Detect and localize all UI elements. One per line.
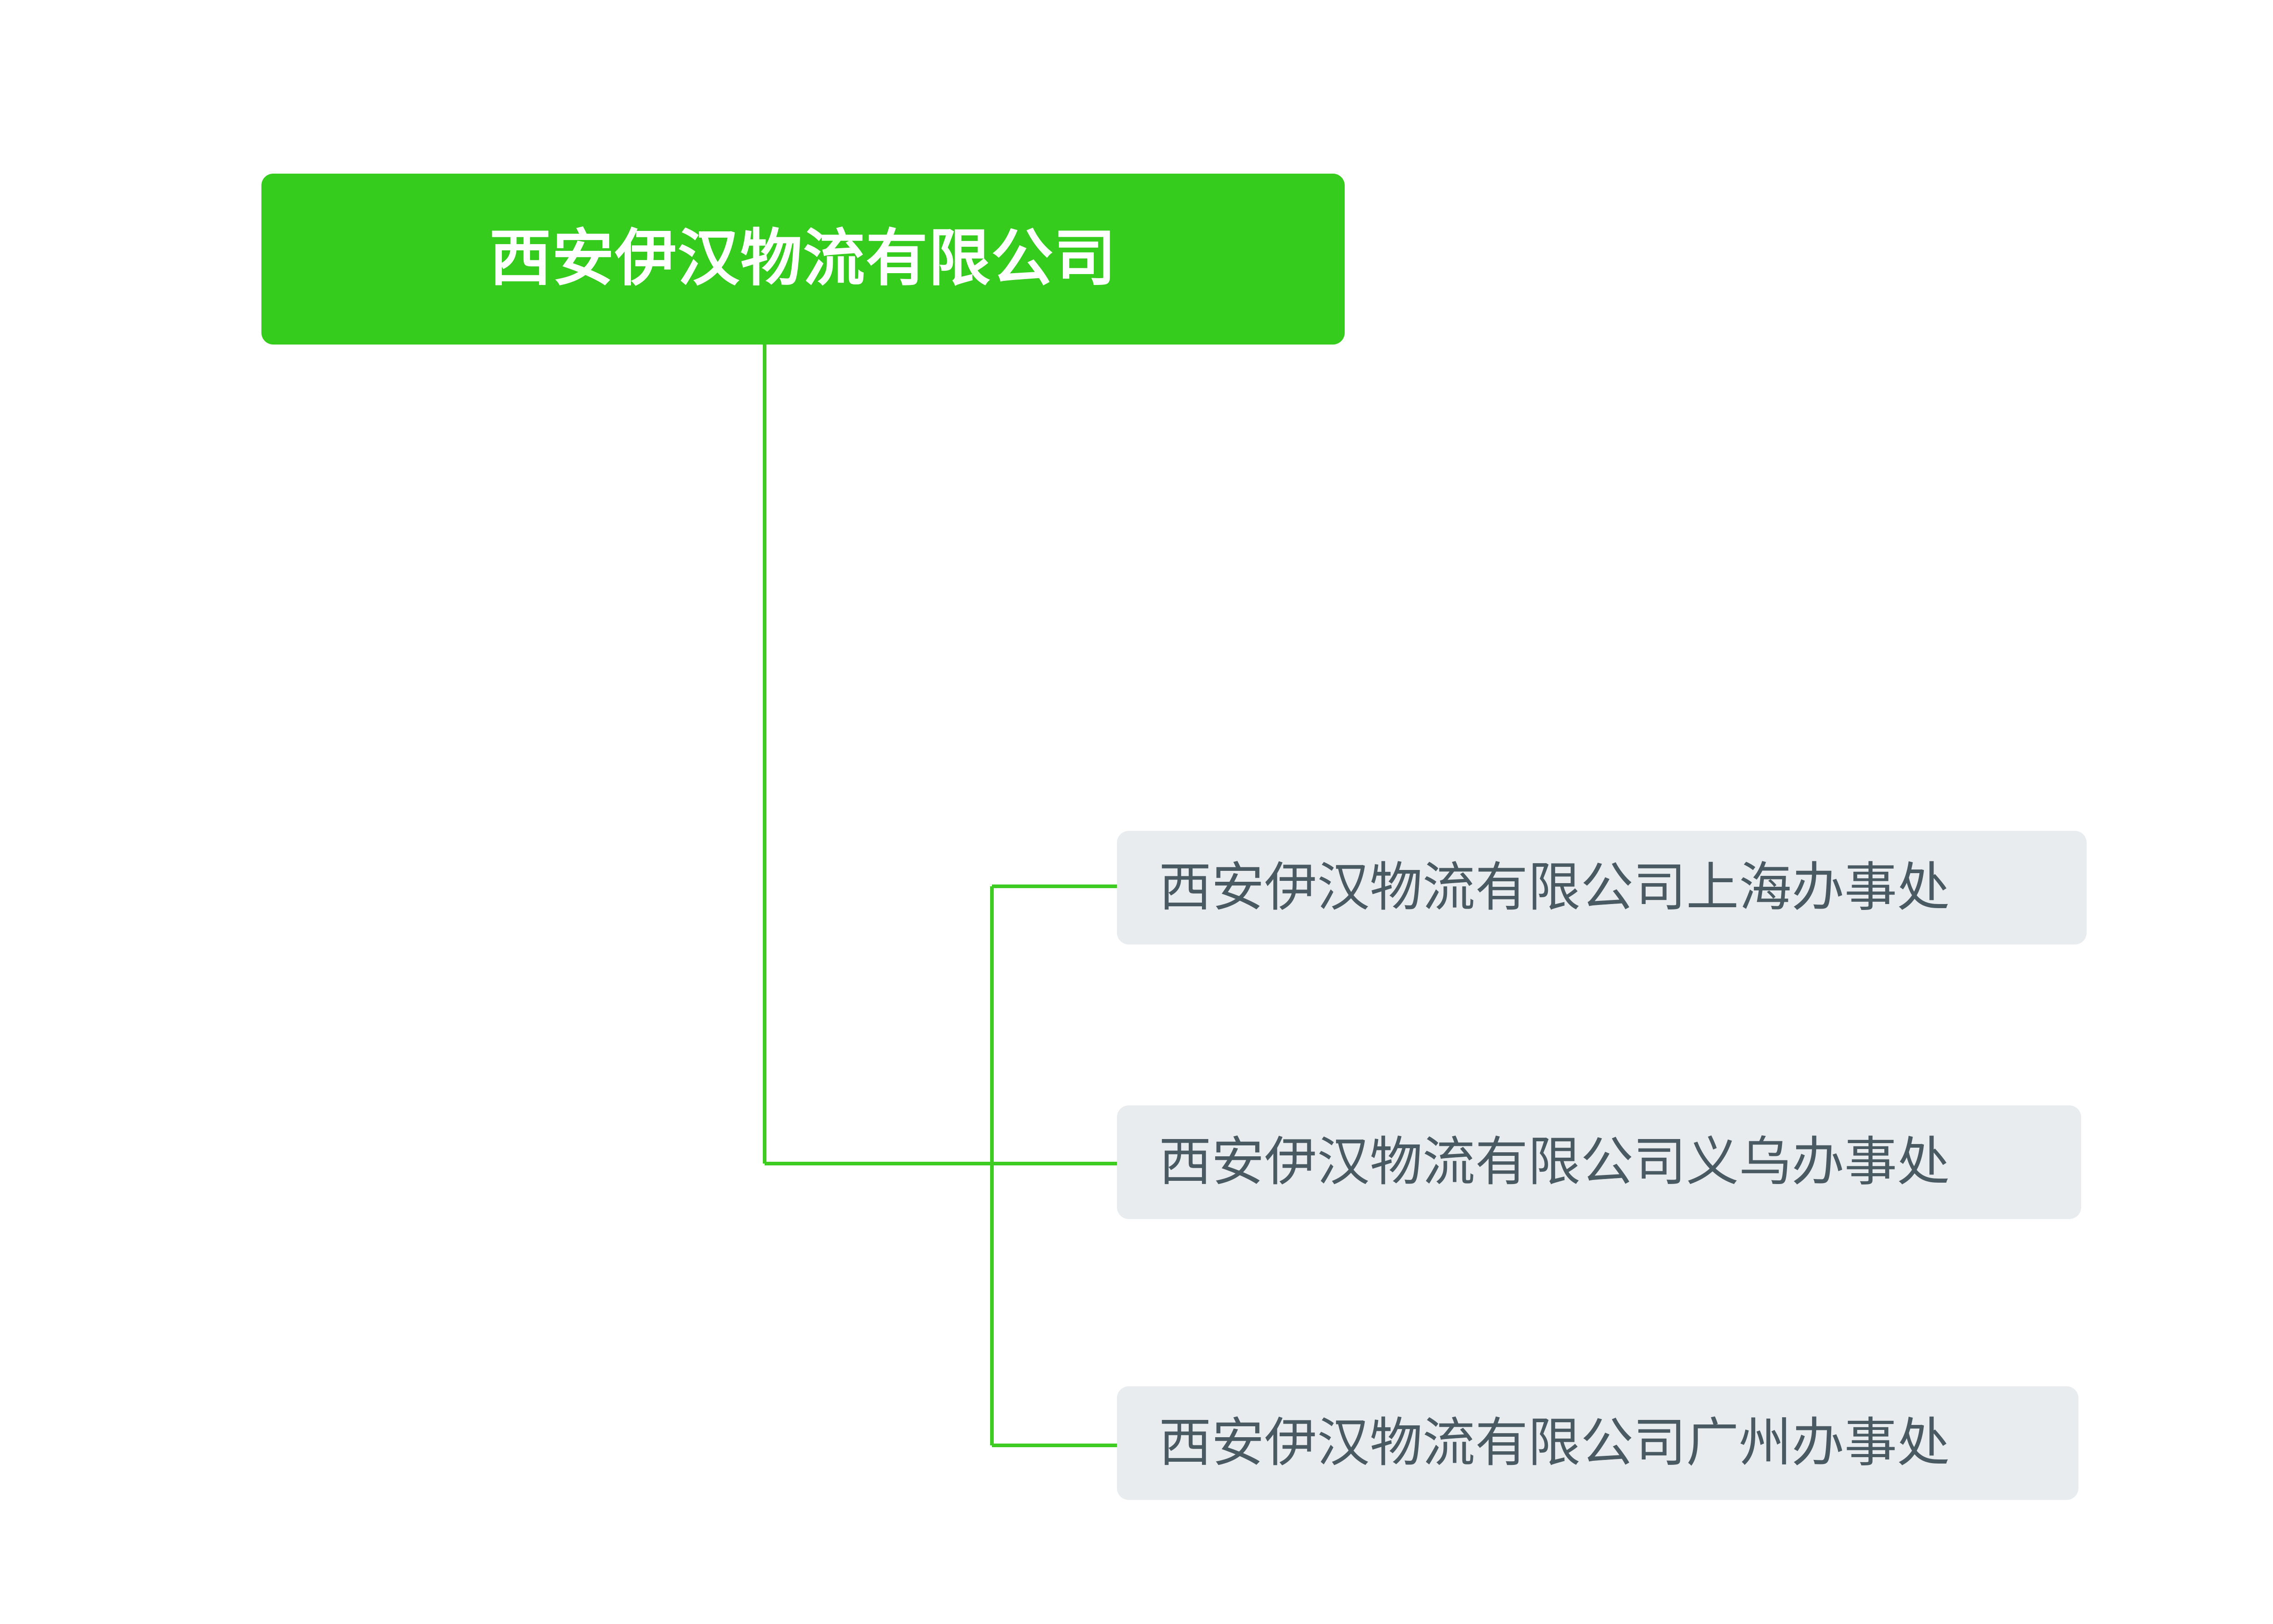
org-node-child-label: 西安伊汉物流有限公司广州办事处 xyxy=(1159,1412,1950,1474)
org-node-child-yiwu[interactable]: 西安伊汉物流有限公司义乌办事处 xyxy=(1117,1105,2081,1219)
org-node-child-shanghai[interactable]: 西安伊汉物流有限公司上海办事处 xyxy=(1117,831,2087,944)
org-node-child-label: 西安伊汉物流有限公司上海办事处 xyxy=(1159,857,1950,919)
org-node-child-guangzhou[interactable]: 西安伊汉物流有限公司广州办事处 xyxy=(1117,1386,2078,1500)
org-node-child-label: 西安伊汉物流有限公司义乌办事处 xyxy=(1159,1131,1950,1193)
org-node-root[interactable]: 西安伊汉物流有限公司 xyxy=(261,174,1345,345)
org-node-root-label: 西安伊汉物流有限公司 xyxy=(489,223,1117,295)
